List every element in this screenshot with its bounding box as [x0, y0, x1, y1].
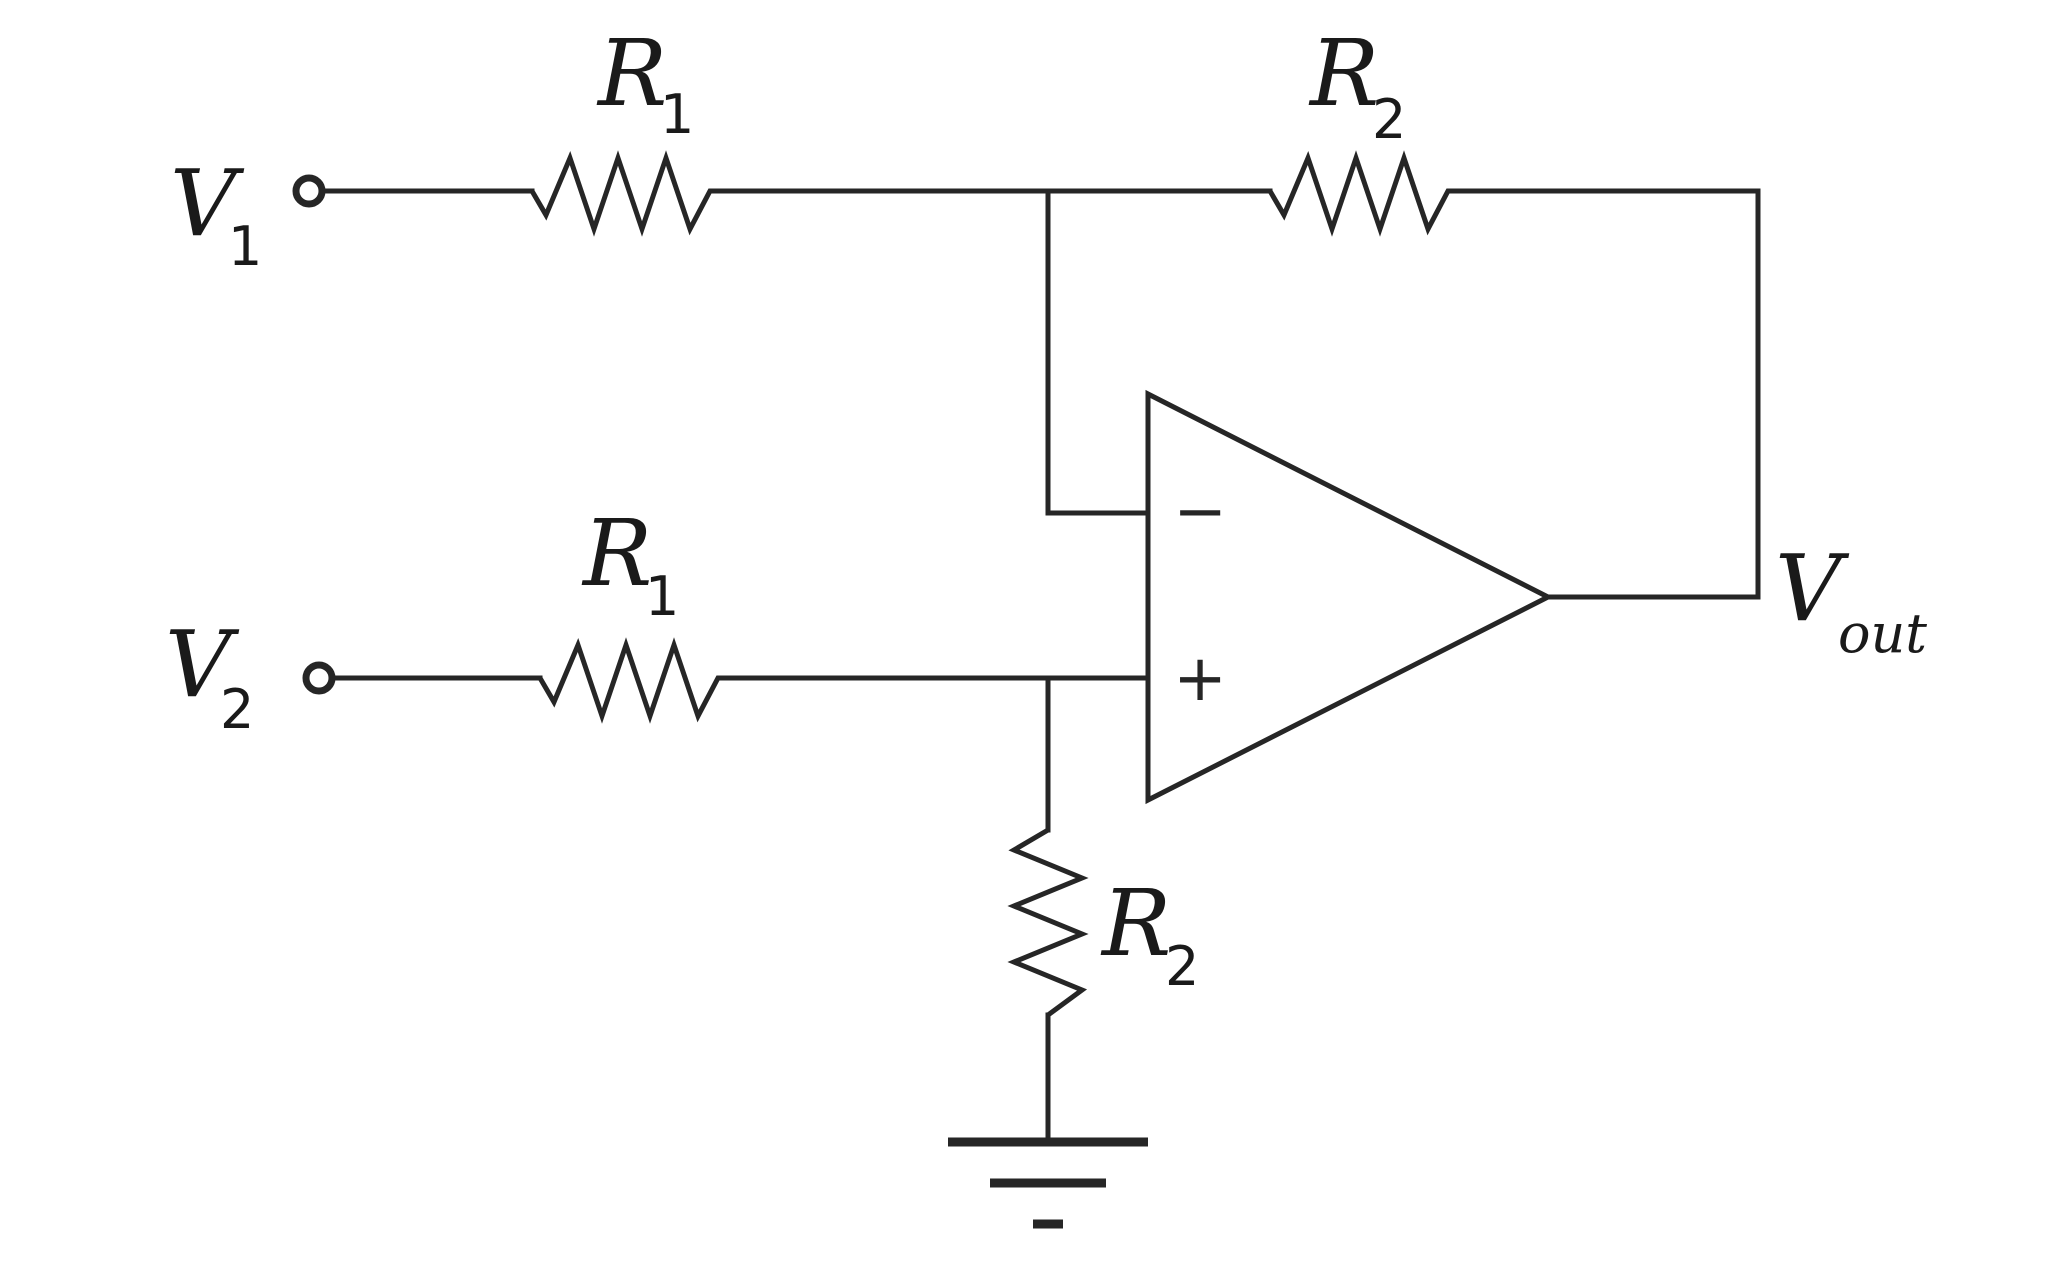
label-r1-bottom: R 1: [581, 500, 679, 628]
label-r2-ground: R 2: [1100, 870, 1199, 998]
op-amp-inverting-sign: −: [1173, 475, 1227, 549]
feedback-wire: [1455, 188, 1761, 600]
svg-text:R: R: [581, 500, 652, 607]
svg-text:1: 1: [645, 565, 679, 628]
svg-text:2: 2: [1165, 935, 1199, 998]
resistor-r2-top: [1267, 150, 1458, 237]
resistor-r1-top: [529, 150, 720, 237]
svg-text:V: V: [165, 611, 240, 718]
svg-text:V: V: [170, 150, 245, 257]
v2-terminal: [302, 661, 336, 695]
svg-text:R: R: [596, 20, 667, 127]
svg-text:1: 1: [228, 215, 262, 278]
bottom-node-wires: [725, 675, 1151, 833]
top-node-wires: [717, 188, 1273, 516]
svg-text:2: 2: [1372, 88, 1406, 151]
op-amp-noninverting-sign: +: [1173, 642, 1227, 716]
label-v1: V 1: [170, 150, 262, 278]
label-vout: V out: [1775, 535, 1927, 665]
label-v2: V 2: [165, 611, 254, 741]
svg-text:R: R: [1308, 20, 1379, 127]
v1-terminal: [292, 174, 326, 208]
svg-text:1: 1: [660, 83, 694, 146]
label-r2-top: R 2: [1308, 20, 1406, 151]
ground-icon: [948, 1137, 1148, 1229]
resistor-r1-bottom: [537, 637, 728, 724]
svg-text:V: V: [1775, 535, 1850, 642]
svg-text:R: R: [1100, 870, 1171, 977]
svg-text:2: 2: [220, 678, 254, 741]
op-amp-triangle: [1145, 389, 1554, 805]
label-r1-top: R 1: [596, 20, 694, 146]
svg-text:out: out: [1838, 602, 1927, 665]
resistor-r2-ground: [1007, 827, 1089, 1018]
